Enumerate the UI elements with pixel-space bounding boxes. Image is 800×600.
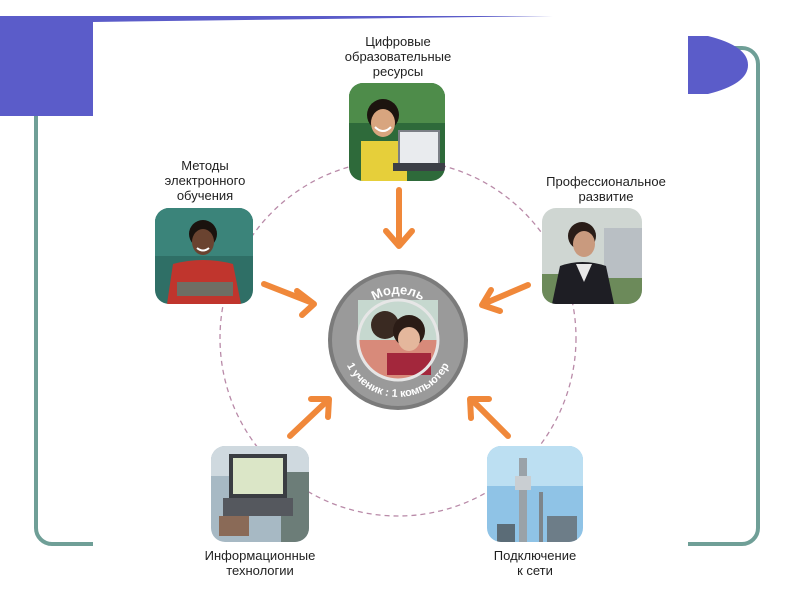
header-block: [0, 16, 93, 116]
student-with-laptop-photo: [349, 83, 445, 181]
arrow-from-bottom-right: [467, 396, 511, 439]
arrow-from-bottom-left: [287, 396, 332, 439]
node-label-network-connection: Подключение к сети: [493, 548, 577, 578]
arrow-from-left: [261, 281, 317, 318]
antenna-tower-photo: [487, 446, 583, 542]
node-label-information-technology: Информационные технологии: [204, 548, 316, 578]
center-title-text: Модель: [369, 282, 427, 303]
node-label-digital-resources: Цифровые образовательные ресурсы: [344, 34, 452, 79]
node-label-e-learning-methods: Методы электронного обучения: [164, 158, 246, 203]
arrow-from-right: [479, 282, 531, 314]
center-model: Модель 1 ученик : 1 компьютер: [328, 270, 468, 410]
teacher-photo: [542, 208, 642, 304]
header-stripe: [93, 16, 553, 22]
teacher-with-tablet-photo: [155, 208, 253, 304]
node-label-professional-development: Профессиональное развитие: [546, 174, 666, 204]
arrow-from-top: [383, 187, 415, 249]
child-with-laptop-photo: [356, 298, 440, 382]
laptop-photo: [211, 446, 309, 542]
frame-gap: [93, 40, 688, 54]
header-tab: [688, 36, 748, 94]
